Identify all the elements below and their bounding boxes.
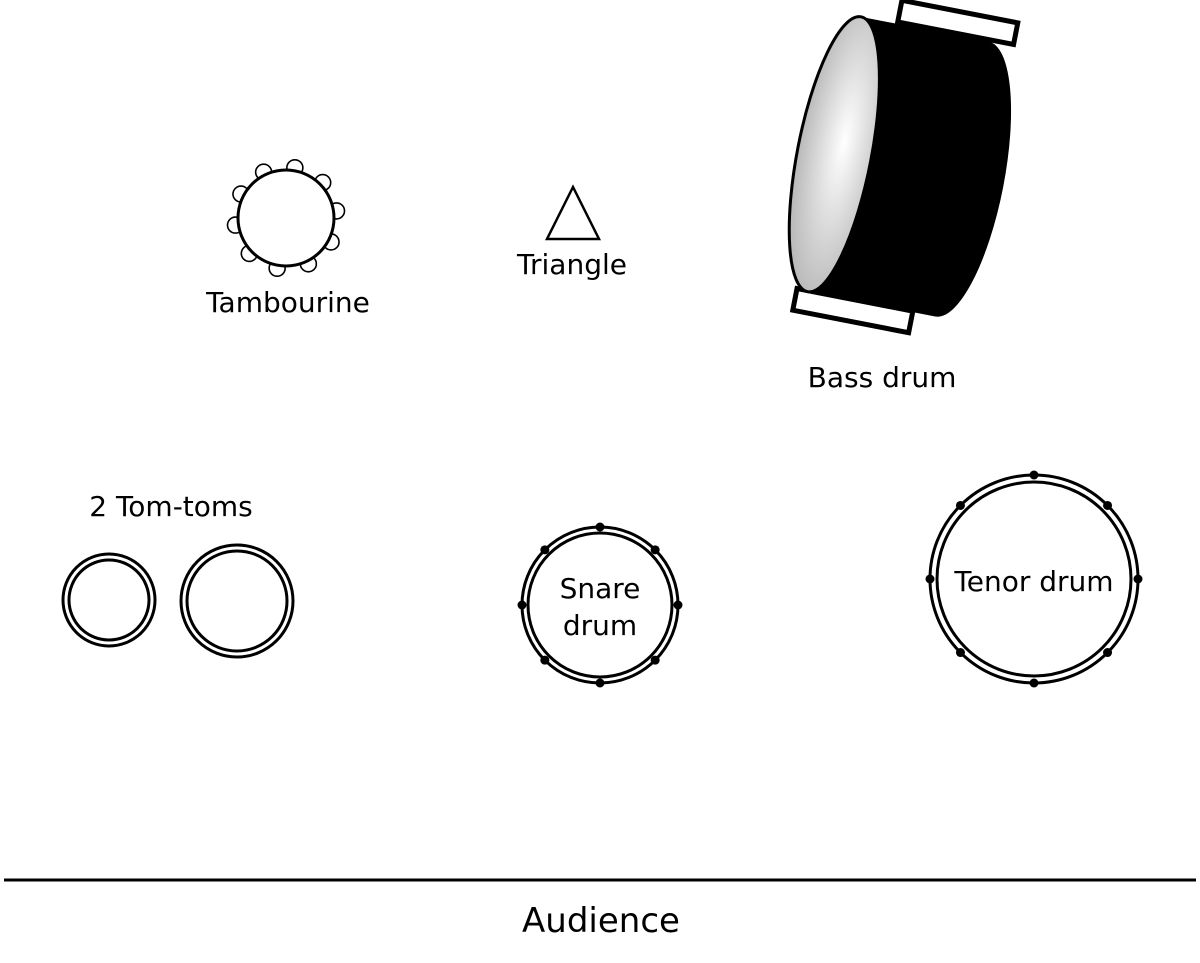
- lug-dot-icon: [1029, 470, 1039, 480]
- lug-dot-icon: [595, 678, 605, 688]
- bass-drum-icon: [787, 0, 1021, 336]
- lug-dot-icon: [595, 522, 605, 532]
- tenor-drum-label: Tenor drum: [954, 565, 1114, 598]
- snare-label-line1: Snare: [559, 572, 641, 605]
- lug-dot-icon: [1133, 574, 1143, 584]
- lug-dot-icon: [673, 600, 683, 610]
- audience-label: Audience: [522, 901, 680, 941]
- snare-drum-label: Snare drum: [560, 570, 641, 644]
- tambourine-label: Tambourine: [206, 286, 370, 319]
- lug-dot-icon: [540, 655, 550, 665]
- lug-dot-icon: [925, 574, 935, 584]
- lug-dot-icon: [540, 545, 550, 555]
- triangle-icon: [544, 184, 602, 241]
- tenor-drum-icon: [925, 470, 1143, 688]
- lug-dot-icon: [955, 500, 965, 510]
- lug-dot-icon: [1103, 648, 1113, 658]
- lug-dot-icon: [517, 600, 527, 610]
- bass-drum-label: Bass drum: [807, 361, 957, 394]
- tom-tom-small-icon: [61, 552, 157, 648]
- lug-dot-icon: [955, 648, 965, 658]
- snare-label-line2: drum: [562, 609, 638, 642]
- lug-dot-icon: [650, 655, 660, 665]
- tom-tom-large-icon: [179, 543, 295, 659]
- lug-dot-icon: [650, 545, 660, 555]
- triangle-label: Triangle: [517, 248, 627, 281]
- lug-dot-icon: [1029, 678, 1039, 688]
- lug-dot-icon: [1103, 500, 1113, 510]
- snare-drum-icon: [517, 522, 683, 688]
- tom-toms-label: 2 Tom-toms: [89, 490, 253, 523]
